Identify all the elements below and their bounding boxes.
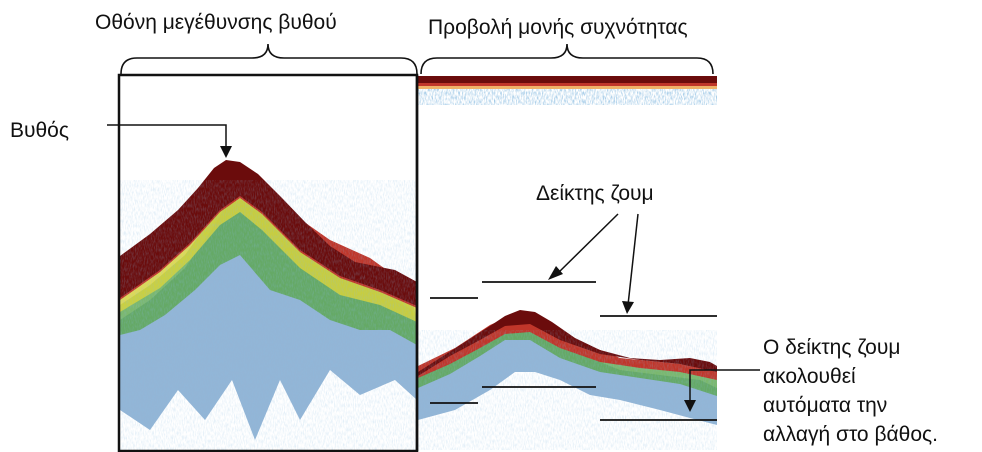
note-line-4: αλλαγή στο βάθος. bbox=[763, 423, 938, 446]
callouts bbox=[107, 124, 760, 404]
zoom-markers bbox=[430, 281, 717, 421]
bottom-pointer bbox=[107, 124, 227, 150]
right-brace bbox=[420, 43, 714, 75]
follow-pointer bbox=[689, 369, 760, 404]
bottom-arrowhead bbox=[220, 146, 232, 158]
zoom-marker-label: Δείκτης ζουμ bbox=[536, 182, 654, 205]
right-echogram bbox=[418, 76, 717, 450]
surface-scatter bbox=[418, 89, 717, 105]
zoom-arrowhead-1 bbox=[548, 266, 563, 280]
left-brace bbox=[120, 43, 418, 75]
bottom-zoom-display-label: Οθόνη μεγέθυνσης βυθού bbox=[95, 11, 337, 34]
surface-band bbox=[418, 76, 717, 83]
zoom-follow-note: Ο δείκτης ζουμ ακολουθεί αυτόματα την αλ… bbox=[763, 333, 982, 449]
note-line-2: ακολουθεί bbox=[763, 365, 856, 388]
arrowheads bbox=[220, 146, 696, 412]
note-line-3: αυτόματα την bbox=[763, 394, 888, 417]
single-frequency-display-label: Προβολή μονής συχνότητας bbox=[428, 16, 688, 39]
zoom-pointer-1 bbox=[556, 213, 619, 275]
note-line-1: Ο δείκτης ζουμ bbox=[763, 336, 901, 359]
zoom-pointer-2 bbox=[627, 213, 639, 306]
follow-arrowhead bbox=[684, 400, 696, 412]
bottom-label: Βυθός bbox=[10, 119, 69, 142]
zoom-arrowhead-2 bbox=[622, 301, 634, 314]
left-echogram bbox=[120, 160, 417, 450]
